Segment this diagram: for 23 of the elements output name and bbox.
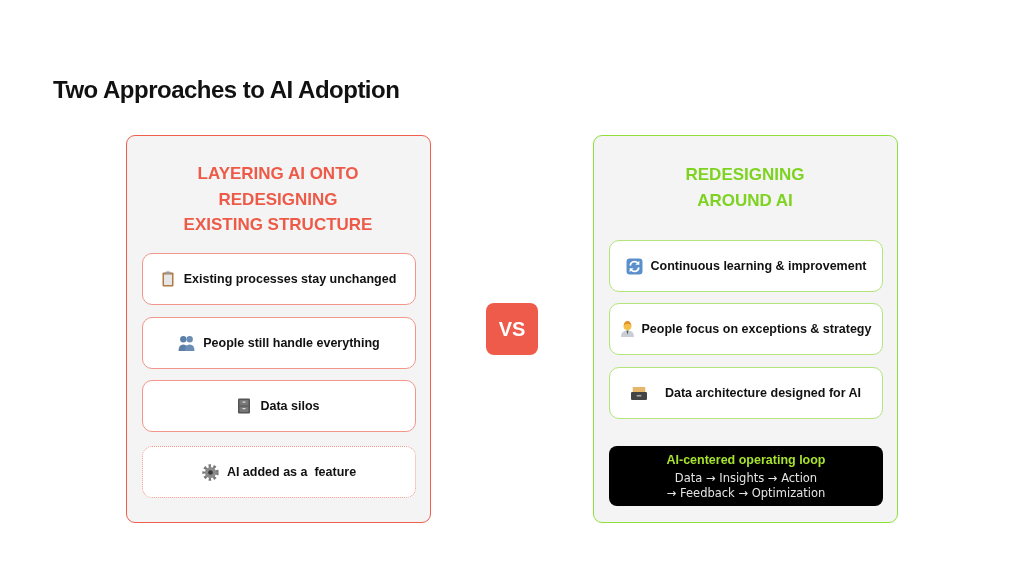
panel-heading: REDESIGNING AROUND AI xyxy=(684,164,806,212)
vs-badge: VS xyxy=(486,303,538,355)
item-card xyxy=(142,253,416,305)
item-label: Data architecture designed for AI xyxy=(664,385,862,401)
item-label: Continuous learning & improvement xyxy=(650,258,867,274)
item-card xyxy=(142,317,416,369)
item-label: Data silos xyxy=(260,398,320,414)
item-label: People still handle everything xyxy=(203,335,380,351)
item-label: Existing processes stay unchanged xyxy=(183,271,397,287)
loop-card xyxy=(609,446,883,506)
item-card xyxy=(609,367,883,419)
item-card xyxy=(609,240,883,292)
comparison-panel xyxy=(593,135,898,523)
item-label: AI added as a feature xyxy=(226,464,357,480)
loop-steps: Data → Insights → Action → Feedback → Optimization xyxy=(656,470,836,501)
item-card xyxy=(142,380,416,432)
item-label: People focus on exceptions & strategy xyxy=(641,321,872,337)
item-card xyxy=(609,303,883,355)
panel-heading: LAYERING AI ONTO REDESIGNING EXISTING STRUCTURE xyxy=(182,163,374,236)
loop-title: AI-centered operating loop xyxy=(666,451,826,468)
item-card xyxy=(142,446,416,498)
page-title: Two Approaches to AI Adoption xyxy=(53,75,400,105)
comparison-panel xyxy=(126,135,431,523)
